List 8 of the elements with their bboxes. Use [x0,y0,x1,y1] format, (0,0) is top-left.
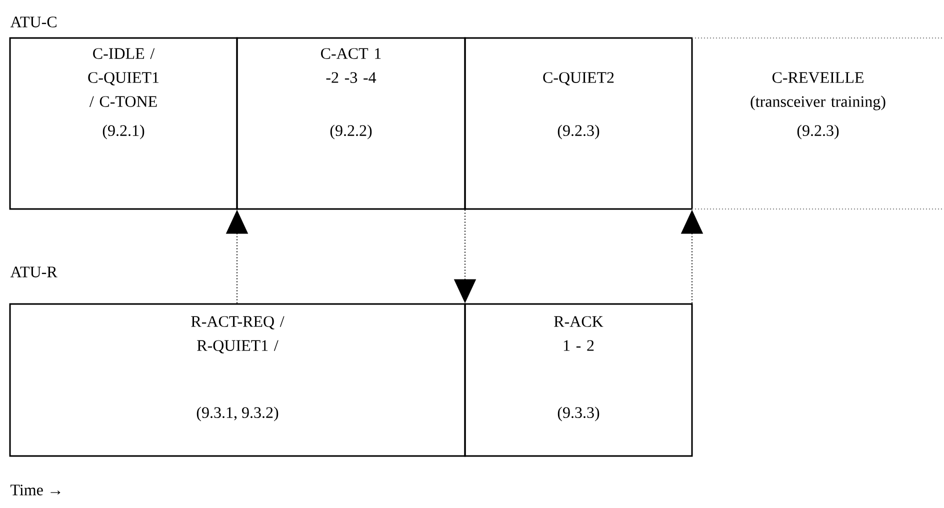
state-box: C-ACT 1 -2 -3 -4 (9.2.2) [236,37,466,210]
open-box: C-REVEILLE (transceiver training) (9.2.3) [692,38,944,210]
state-box: C-QUIET2 (9.2.3) [464,37,693,210]
state-box: R-ACT-REQ / R-QUIET1 / (9.3.1, 9.3.2) [9,303,466,457]
row-label: ATU-R [10,266,58,278]
state-box: C-IDLE / C-QUIET1 / C-TONE (9.2.1) [9,37,238,210]
axis-label: Time → [10,484,60,496]
state-box: R-ACK 1 - 2 (9.3.3) [464,303,693,457]
